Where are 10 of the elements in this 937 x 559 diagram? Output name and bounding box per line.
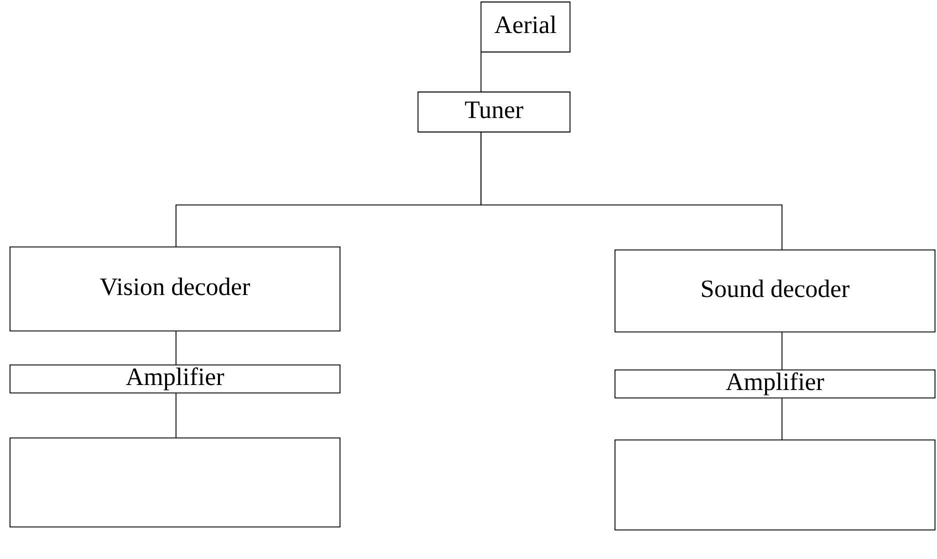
empty-box: [614, 440, 936, 530]
block-box: Amplifier: [614, 370, 936, 398]
block-box: Tuner: [418, 92, 570, 132]
connector-line: [480, 52, 482, 92]
block-box: Amplifier: [10, 364, 340, 394]
empty-box: [10, 438, 340, 528]
block-box: Vision decoder: [10, 246, 340, 332]
block-box: Sound decoder: [614, 250, 936, 332]
block-box: Aerial: [480, 2, 570, 52]
connector-line: [480, 132, 782, 250]
